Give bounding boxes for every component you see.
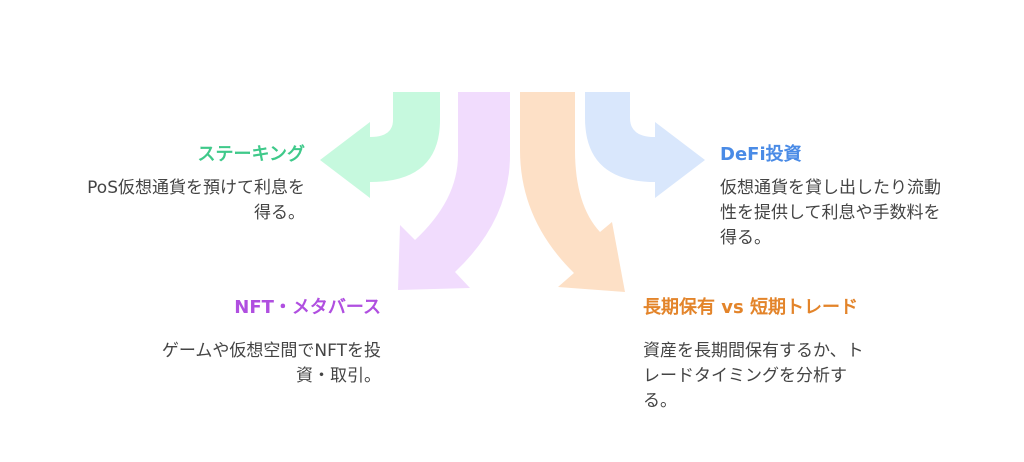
trade-description: 資産を長期間保有するか、ト レードタイミングを分析す る。: [643, 339, 943, 414]
staking-description: PoS仮想通貨を預けて利息を 得る。: [20, 176, 305, 226]
defi-title: DeFi投資: [720, 144, 802, 165]
defi-description: 仮想通貨を貸し出したり流動 性を提供して利息や手数料を 得る。: [720, 176, 1020, 251]
nft-description: ゲームや仮想空間でNFTを投 資・取引。: [80, 339, 381, 389]
trade-arrow: [520, 92, 625, 292]
nft-desc-line: 資・取引。: [296, 366, 381, 386]
nft-arrow: [398, 92, 510, 290]
staking-arrow: [320, 92, 440, 198]
defi-arrow: [585, 92, 705, 198]
nft-desc-line: ゲームや仮想空間でNFTを投: [161, 341, 381, 361]
staking-desc-line: 得る。: [254, 203, 305, 223]
trade-desc-line: 資産を長期間保有するか、ト: [643, 341, 864, 361]
trade-title: 長期保有 vs 短期トレード: [643, 297, 858, 318]
staking-title: ステーキング: [197, 144, 305, 165]
defi-desc-line: 仮想通貨を貸し出したり流動: [720, 178, 941, 198]
nft-title: NFT・メタバース: [234, 297, 381, 318]
trade-desc-line: レードタイミングを分析す: [643, 366, 847, 386]
staking-desc-line: PoS仮想通貨を預けて利息を: [87, 178, 305, 198]
trade-desc-line: る。: [643, 391, 677, 411]
defi-desc-line: 得る。: [720, 228, 771, 248]
defi-desc-line: 性を提供して利息や手数料を: [720, 203, 941, 223]
